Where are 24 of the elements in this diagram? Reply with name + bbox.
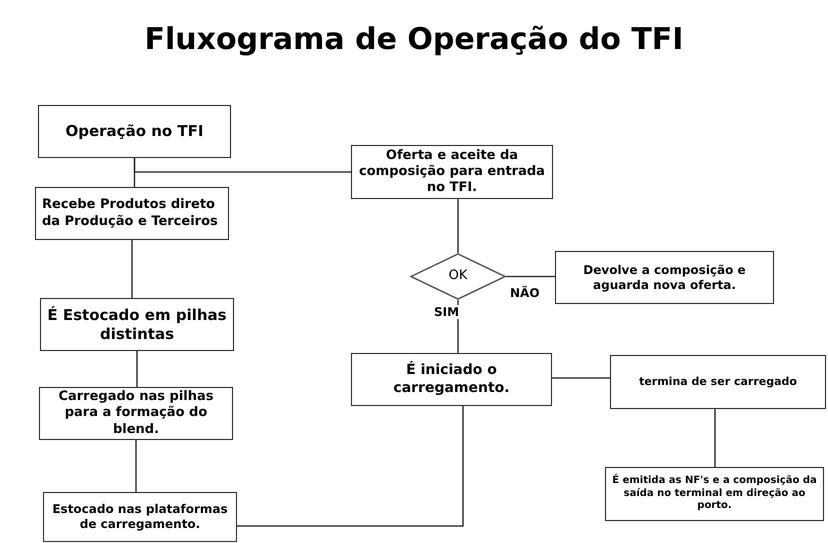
- decision-diamond: [410, 253, 506, 300]
- connector-line: [131, 240, 133, 298]
- process-box: Devolve a composição e aguarda nova oferta.: [555, 251, 774, 304]
- process-box: Carregado nas pilhas para a formação do blend.: [39, 387, 233, 440]
- connector-line: [134, 158, 351, 173]
- process-box: É Estocado em pilhas distintas: [40, 298, 234, 351]
- process-box: É emitida as NF's e a composição da saída no terminal em direção ao porto.: [605, 467, 824, 521]
- connector-line: [237, 406, 464, 527]
- edge-label: NÃO: [509, 286, 541, 300]
- process-box: termina de ser carregado: [610, 355, 826, 409]
- process-box: Operação no TFI: [38, 105, 231, 158]
- process-box: Recebe Produtos direto da Produção e Terceiros: [35, 187, 229, 240]
- process-box: Oferta e aceite da composição para entrada no TFI.: [351, 145, 553, 199]
- connector-line: [506, 276, 555, 278]
- decision-text: OK: [448, 268, 468, 285]
- process-box: É iniciado o carregamento.: [351, 353, 552, 406]
- diagram-title: Fluxograma de Operação do TFI: [144, 22, 684, 57]
- connector-line: [136, 351, 138, 387]
- connector-line: [135, 440, 137, 492]
- process-box: Estocado nas plataformas de carregamento.: [43, 492, 237, 542]
- edge-label: SIM: [433, 305, 460, 319]
- connector-line: [714, 409, 716, 467]
- connector-line: [457, 199, 459, 253]
- connector-line: [552, 377, 610, 379]
